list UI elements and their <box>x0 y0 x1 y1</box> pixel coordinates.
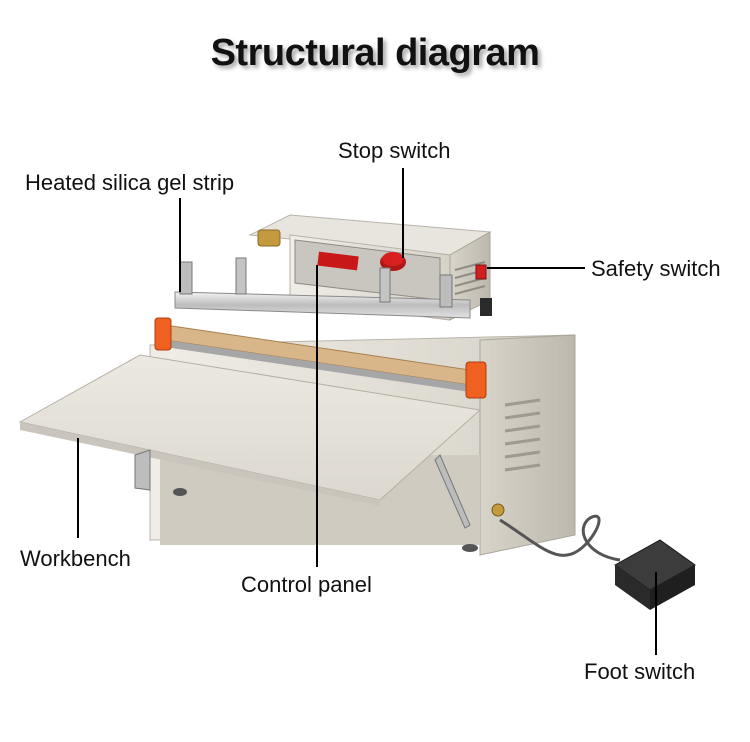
safety-switch-label: Safety switch <box>591 256 721 281</box>
foot-switch-label: Foot switch <box>584 659 696 684</box>
upper-sealing-bar <box>174 257 471 319</box>
diagram-title: Structural diagram <box>210 32 540 74</box>
leader-lines <box>77 168 657 655</box>
foot-switch <box>614 539 696 610</box>
heated-strip-label: Heated silica gel strip <box>25 170 235 195</box>
workbench-label: Workbench <box>20 546 131 571</box>
stop-switch-label: Stop switch <box>338 138 451 163</box>
control-panel-label: Control panel <box>241 572 372 597</box>
foot-switch-cable <box>491 503 621 562</box>
workbench <box>18 354 482 529</box>
